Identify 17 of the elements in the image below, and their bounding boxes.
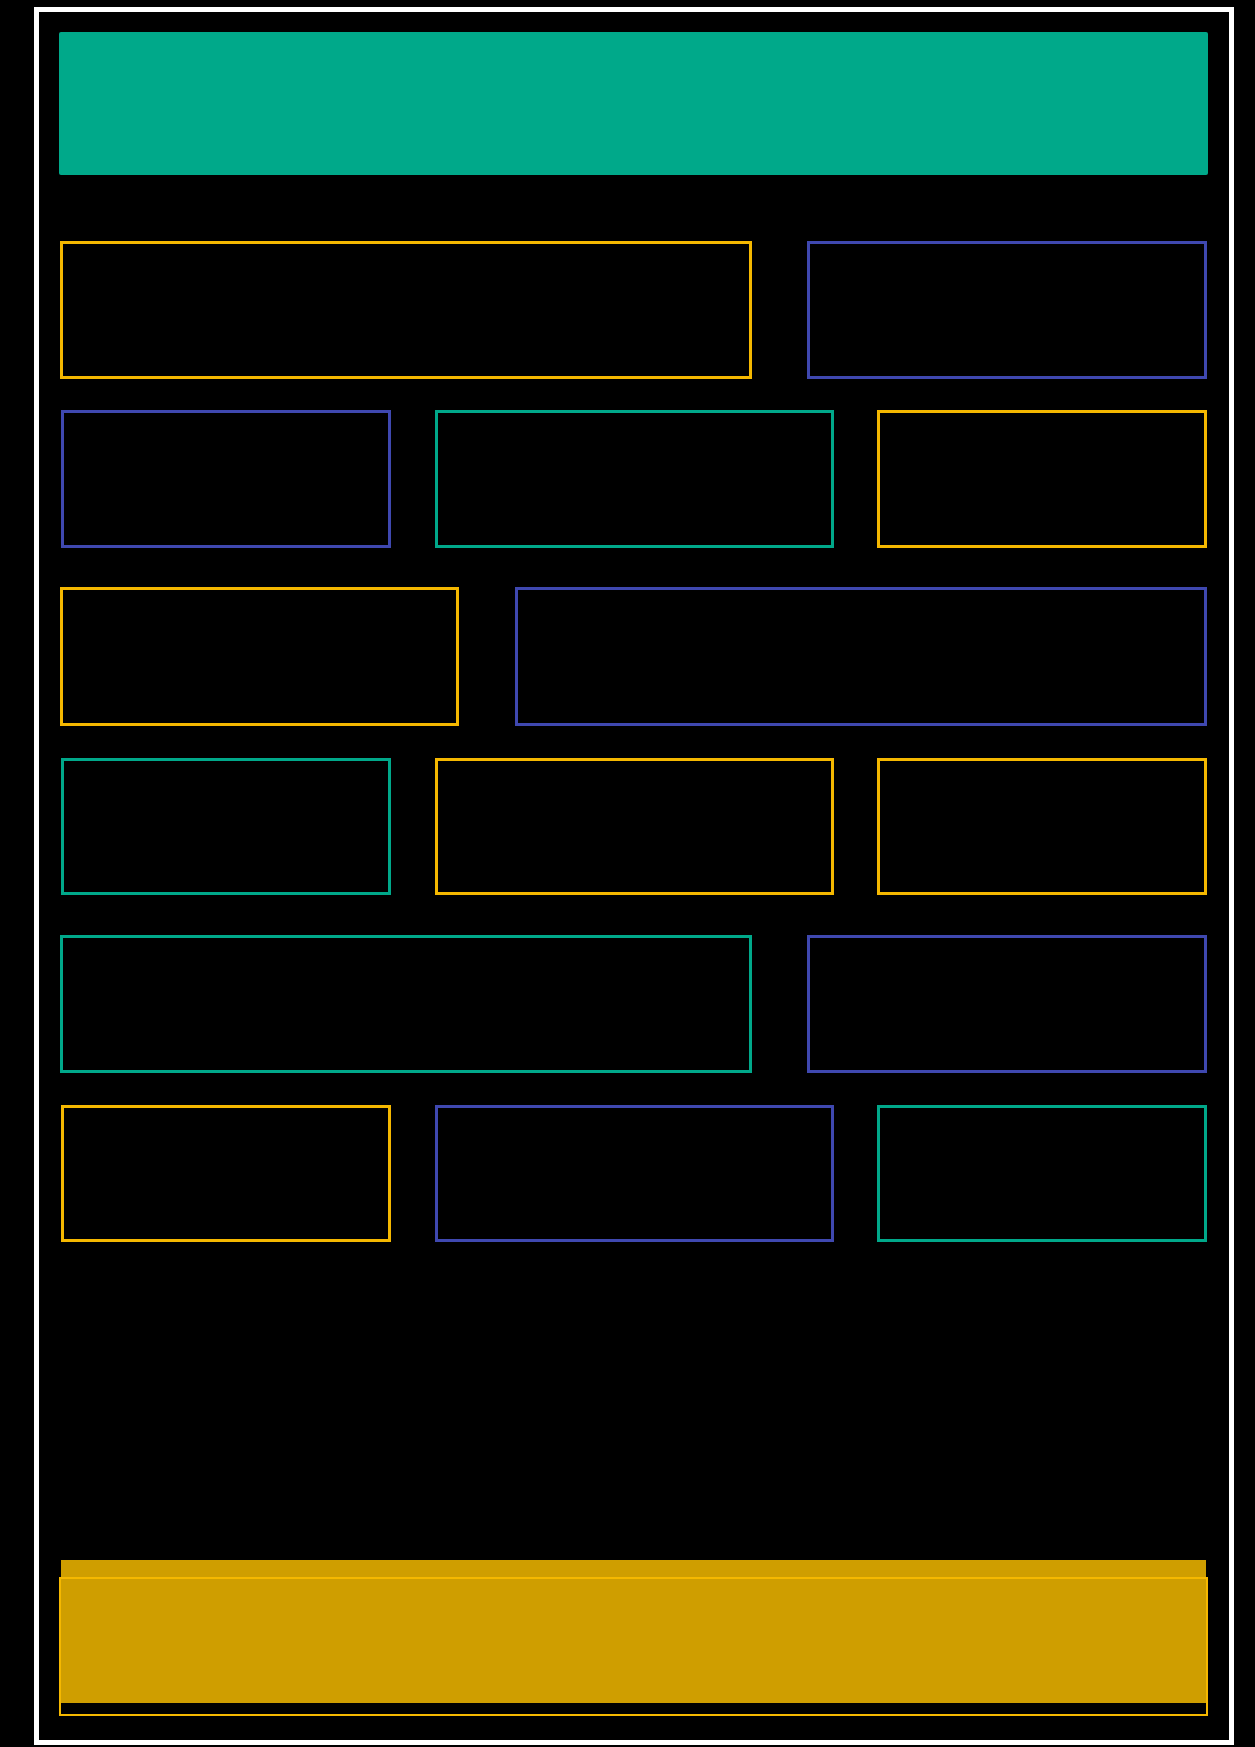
header-band <box>59 32 1208 175</box>
empty-box <box>435 1105 834 1242</box>
empty-box <box>60 935 752 1073</box>
empty-box <box>61 758 391 895</box>
empty-box <box>435 758 834 895</box>
empty-box <box>877 758 1207 895</box>
empty-box <box>435 410 834 548</box>
empty-box <box>807 935 1207 1073</box>
empty-box <box>877 410 1207 548</box>
empty-box <box>515 587 1207 726</box>
empty-box <box>60 587 459 726</box>
footer-band <box>59 1560 1208 1716</box>
empty-box <box>877 1105 1207 1242</box>
empty-box <box>60 241 752 379</box>
empty-box <box>61 1105 391 1242</box>
empty-box <box>807 241 1207 379</box>
empty-box <box>61 410 391 548</box>
